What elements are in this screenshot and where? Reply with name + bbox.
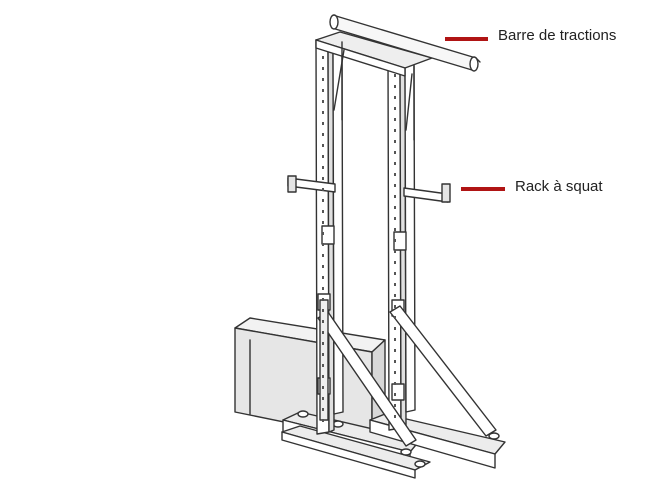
upright-hole <box>394 129 396 132</box>
upright-hole <box>322 397 324 400</box>
upright-hole <box>322 320 324 323</box>
upright-hole <box>394 118 396 121</box>
top-frame <box>315 31 433 141</box>
upright-hole <box>394 206 396 209</box>
upright-hole <box>322 78 324 81</box>
upright-hole <box>322 342 324 345</box>
upright-hole <box>322 364 324 367</box>
squat-rack-hooks <box>287 175 451 203</box>
upright-hole <box>394 360 396 363</box>
upright-hole <box>322 221 324 224</box>
upright-hole <box>394 74 396 77</box>
upright-hole <box>322 210 324 213</box>
upright-hole <box>322 199 324 202</box>
upright-hole <box>394 85 396 88</box>
upright-hole <box>394 305 396 308</box>
upright-hole <box>322 243 324 246</box>
upright-hole <box>322 408 324 411</box>
upright-hole <box>322 111 324 114</box>
upright-hole <box>322 386 324 389</box>
upright-hole <box>322 133 324 136</box>
upright-hole <box>322 89 324 92</box>
upright-hole <box>394 96 396 99</box>
upright-hole <box>322 331 324 334</box>
upright-hole <box>322 254 324 257</box>
upright-hole <box>394 294 396 297</box>
label-squat-rack: Rack à squat <box>515 178 603 195</box>
upright-hole <box>394 217 396 220</box>
upright-hole <box>394 349 396 352</box>
diagonal-braces <box>317 299 497 447</box>
upright-hole <box>394 371 396 374</box>
upright-hole <box>394 140 396 143</box>
upright-hole <box>322 188 324 191</box>
upright-hole <box>322 309 324 312</box>
upright-holes <box>322 56 396 422</box>
upright-hole <box>394 415 396 418</box>
upright-hole <box>394 316 396 319</box>
upright-hole <box>394 195 396 198</box>
upright-hole <box>394 250 396 253</box>
upright-hole <box>322 166 324 169</box>
upright-hole <box>322 287 324 290</box>
upright-hole <box>322 100 324 103</box>
upright-hole <box>322 177 324 180</box>
upright-hole <box>394 151 396 154</box>
upright-hole <box>322 67 324 70</box>
upright-hole <box>322 375 324 378</box>
upright-hole <box>394 327 396 330</box>
upright-hole <box>394 107 396 110</box>
upright-hole <box>394 239 396 242</box>
upright-hole <box>322 155 324 158</box>
upright-hole <box>394 173 396 176</box>
upright-hole <box>394 338 396 341</box>
label-pullup-bar: Barre de tractions <box>498 27 617 44</box>
upright-hole <box>322 122 324 125</box>
upright-hole <box>322 276 324 279</box>
upright-hole <box>322 298 324 301</box>
upright-hole <box>322 144 324 147</box>
pullup-bar <box>329 14 481 72</box>
upright-hole <box>394 184 396 187</box>
upright-hole <box>322 232 324 235</box>
upright-hole <box>394 283 396 286</box>
upright-hole <box>394 228 396 231</box>
upright-hole <box>322 265 324 268</box>
upright-hole <box>394 272 396 275</box>
upright-hole <box>322 419 324 422</box>
upright-hole <box>322 56 324 59</box>
upright-hole <box>394 404 396 407</box>
upright-hole <box>394 382 396 385</box>
upright-hole <box>394 393 396 396</box>
upright-hole <box>394 162 396 165</box>
upright-hole <box>322 353 324 356</box>
upright-hole <box>394 261 396 264</box>
